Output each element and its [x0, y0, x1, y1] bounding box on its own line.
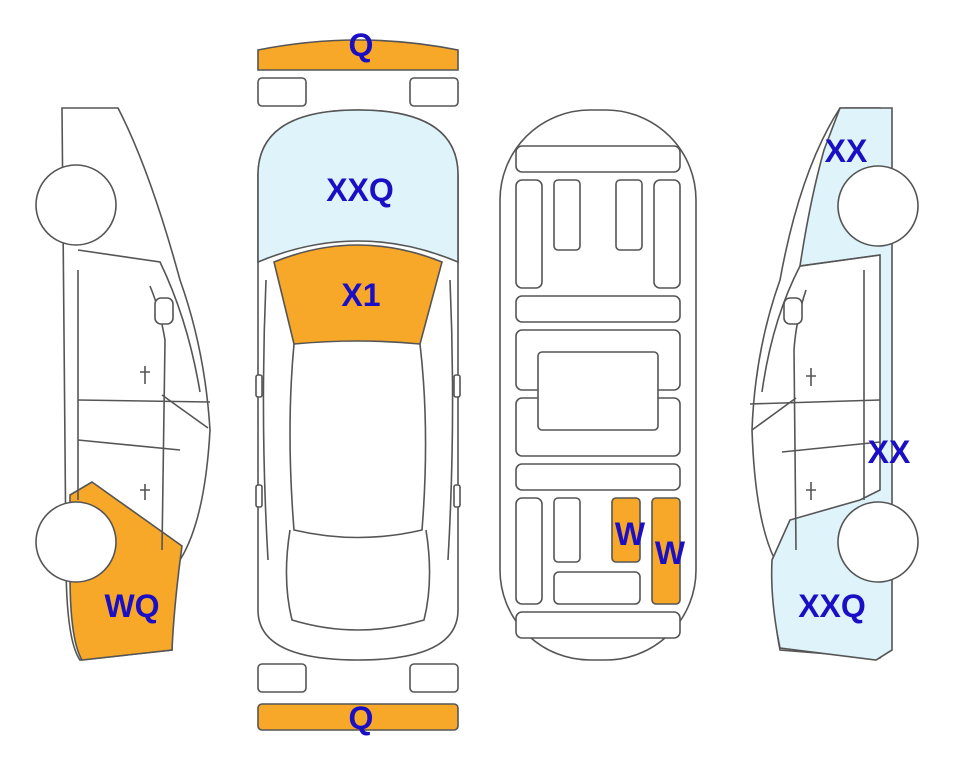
label-right-rocker-panel: XX: [868, 434, 911, 470]
label-left-rear-quarter: WQ: [104, 588, 159, 624]
top-view: [255, 39, 461, 731]
damage-labels: Q XXQ X1 Q WQ W W XX XX XXQ: [104, 27, 911, 736]
label-top-windshield: X1: [341, 277, 380, 313]
interior-seat-a-highlight: [611, 497, 641, 563]
label-interior-seat-b: W: [655, 535, 686, 571]
label-rear-bumper: Q: [349, 700, 374, 736]
label-top-hood: XXQ: [326, 172, 394, 208]
interior-seat-b-highlight: [651, 497, 681, 605]
interior-view: [499, 109, 697, 661]
right-rear-wheel: [837, 501, 919, 583]
right-front-wheel: [837, 165, 919, 247]
rear-bumper-highlight: [257, 703, 459, 731]
right-side-view: [749, 107, 919, 661]
label-right-rear-quarter: XXQ: [798, 588, 866, 624]
left-side-view: [35, 107, 211, 661]
left-front-wheel: [35, 164, 117, 246]
label-right-front-fender: XX: [825, 133, 868, 169]
left-rear-wheel: [35, 501, 117, 583]
label-interior-seat-a: W: [615, 516, 646, 552]
label-front-bumper: Q: [349, 27, 374, 63]
front-bumper-highlight: [257, 39, 459, 71]
top-windshield-highlight: [273, 244, 443, 345]
top-hood-highlight: [257, 109, 459, 264]
